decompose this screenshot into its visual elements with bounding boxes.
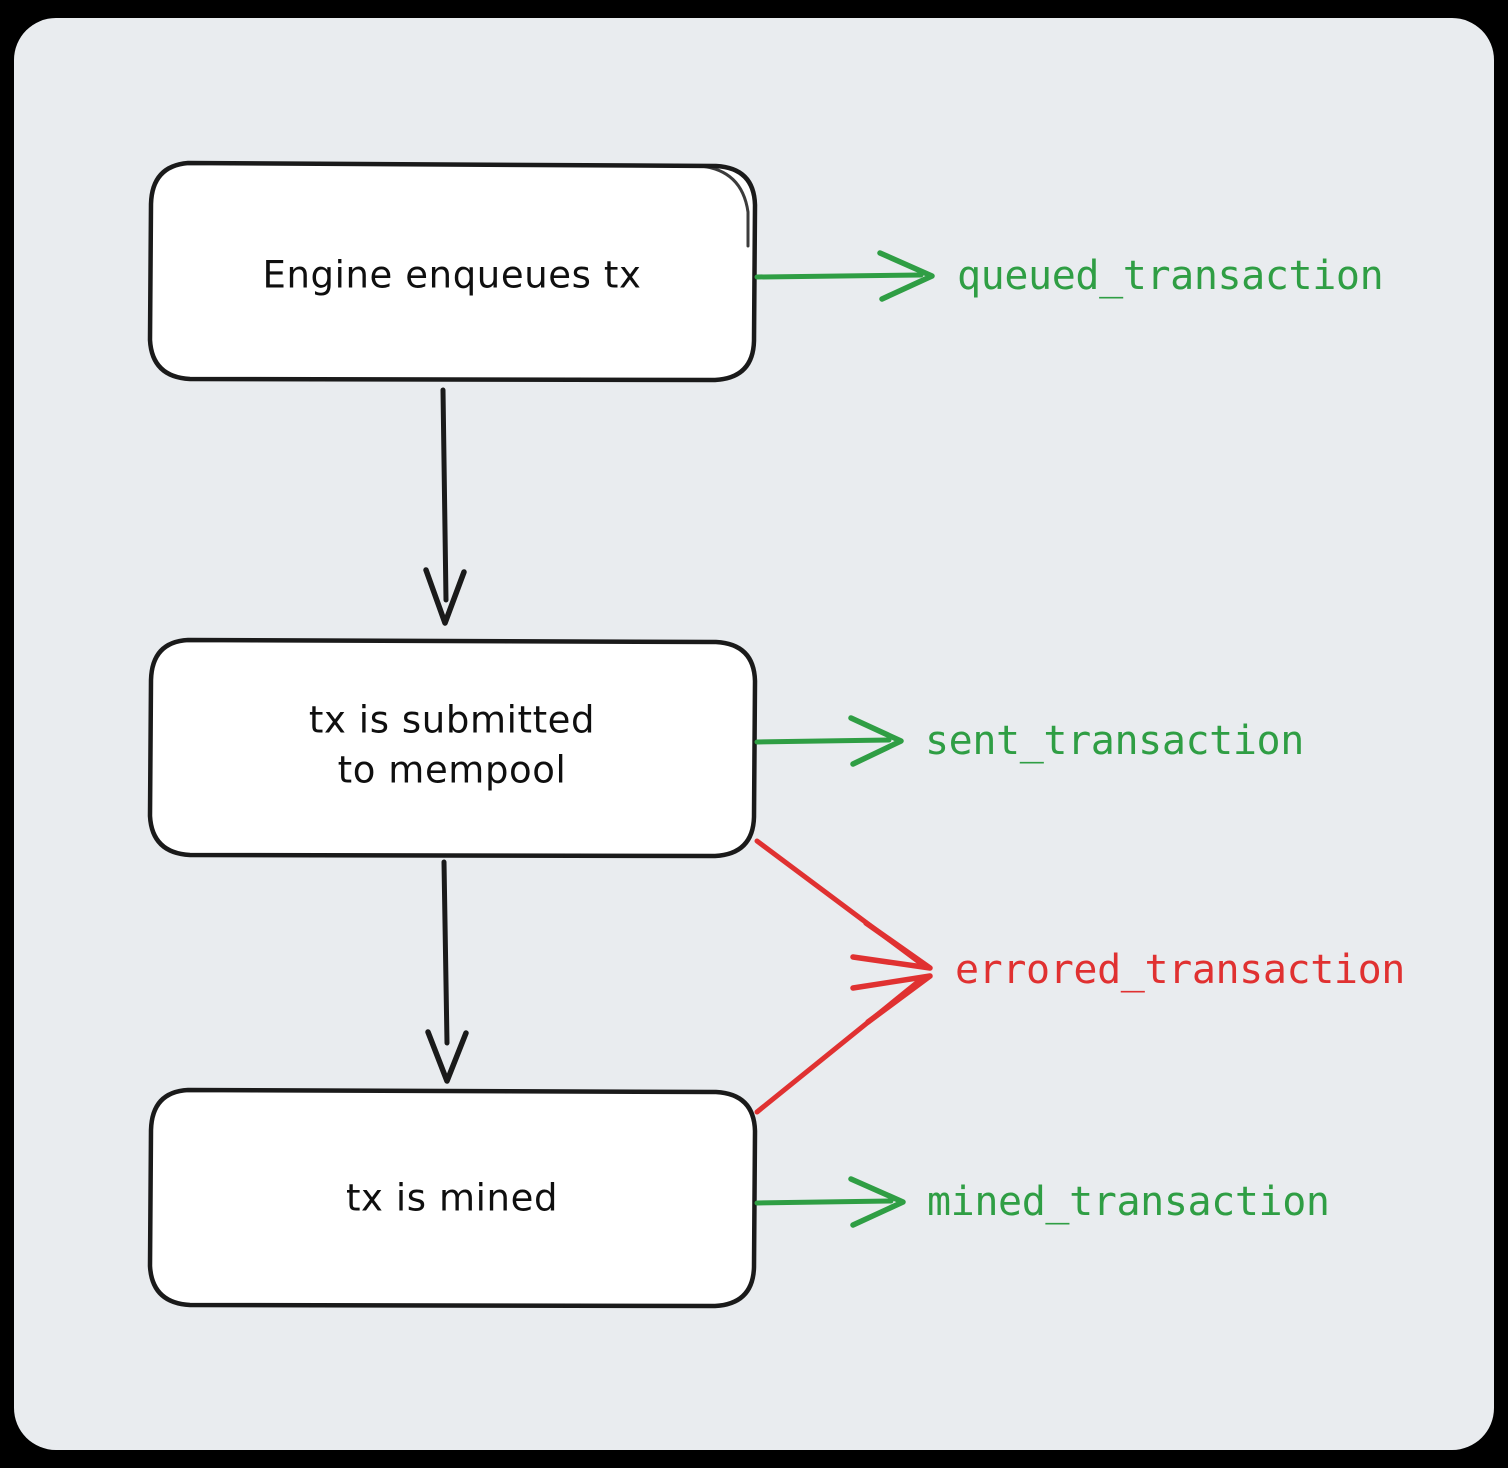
event-arrow-queued-line: [754, 272, 924, 280]
node-mined-shape: [147, 1087, 758, 1309]
event-label-mined: mined_transaction: [927, 1179, 1330, 1225]
node-submit-label-line1: tx is submitted: [309, 699, 595, 742]
flow-edge-submit-to-mined: [425, 859, 469, 1084]
event-arrow-sent-line: [754, 737, 892, 745]
node-submit[interactable]: tx is submitted to mempool: [147, 637, 758, 859]
node-submit-shape: [147, 637, 758, 859]
event-label-errored: errored_transaction: [955, 947, 1405, 993]
flow-edge-submit-to-mined-head: [425, 1029, 469, 1084]
event-label-sent: sent_transaction: [925, 718, 1304, 764]
event-arrow-sent-head: [848, 715, 904, 767]
node-mined-label: tx is mined: [346, 1177, 558, 1220]
event-arrow-sent: [754, 715, 904, 767]
event-arrow-queued-head: [877, 250, 935, 302]
event-arrow-errored-from-submit-head: [850, 920, 933, 971]
event-arrow-mined: [754, 1176, 906, 1228]
flow-edge-enqueue-to-submit: [423, 387, 467, 626]
node-enqueue[interactable]: Engine enqueues tx: [147, 160, 758, 383]
event-arrow-queued: [754, 250, 935, 302]
event-arrow-mined-head: [848, 1176, 906, 1228]
node-enqueue-sketch-overlay: [698, 164, 750, 248]
event-arrow-errored-from-mined: [754, 973, 933, 1115]
flow-edge-enqueue-to-submit-line: [440, 387, 449, 603]
node-enqueue-shape: [147, 160, 758, 383]
event-arrow-errored-from-mined-head: [850, 973, 933, 1025]
event-arrow-errored-from-submit: [754, 838, 933, 971]
event-arrow-mined-line: [754, 1198, 894, 1206]
node-enqueue-label: Engine enqueues tx: [263, 254, 642, 297]
node-mined[interactable]: tx is mined: [147, 1087, 758, 1309]
event-label-queued: queued_transaction: [957, 253, 1383, 299]
flow-edge-enqueue-to-submit-head: [423, 567, 467, 626]
flow-edge-submit-to-mined-line: [441, 859, 450, 1046]
node-submit-label-line2: to mempool: [338, 749, 567, 792]
